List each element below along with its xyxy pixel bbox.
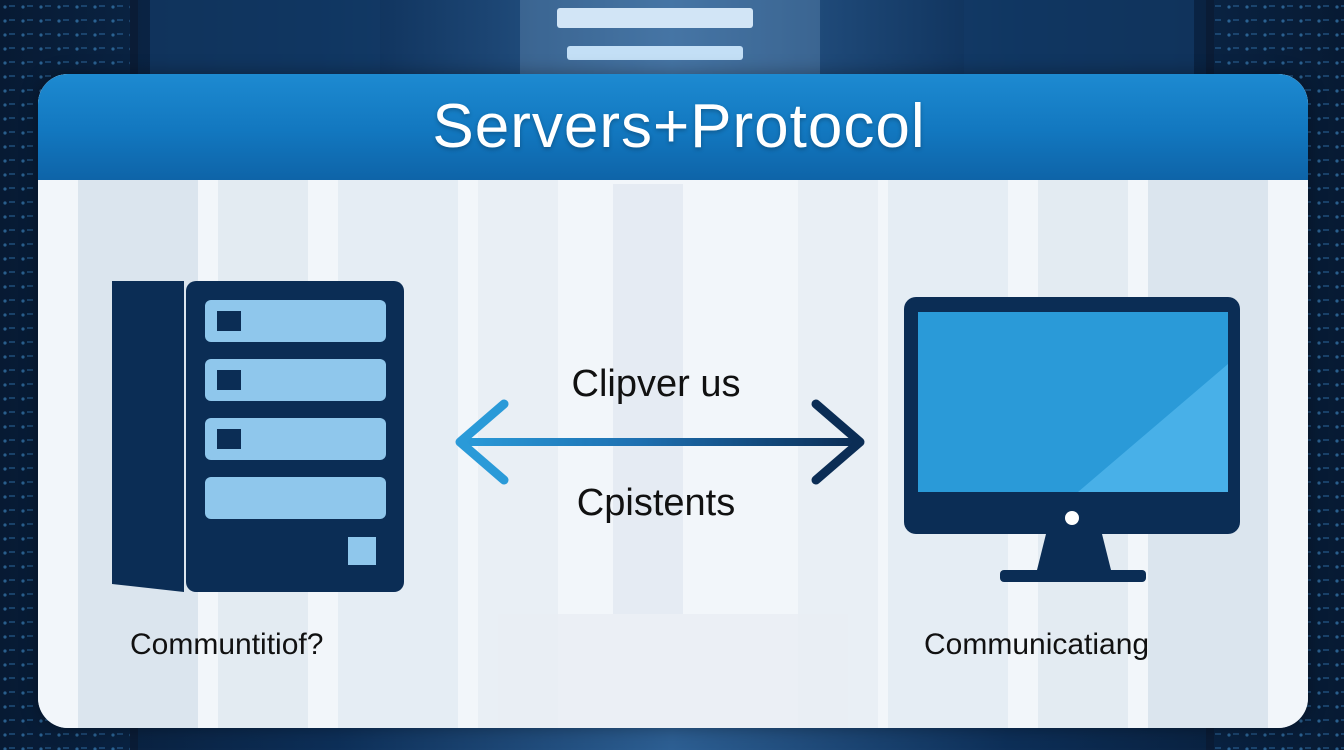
server-rack-icon [112, 281, 404, 592]
title-bar: Servers+Protocol [38, 74, 1308, 180]
diagram-card: Servers+Protocol [38, 74, 1308, 728]
page-title: Servers+Protocol [432, 92, 926, 161]
client-caption: Communicatiang [924, 628, 1150, 661]
protocol-diagram [112, 281, 1240, 592]
server-caption: Communtitiof? [130, 628, 324, 661]
center-top-label: Clipver us [571, 363, 741, 405]
center-bottom-label: Cpistents [576, 482, 736, 524]
bidirectional-arrow-icon [455, 399, 865, 485]
desktop-monitor-icon [904, 297, 1240, 582]
